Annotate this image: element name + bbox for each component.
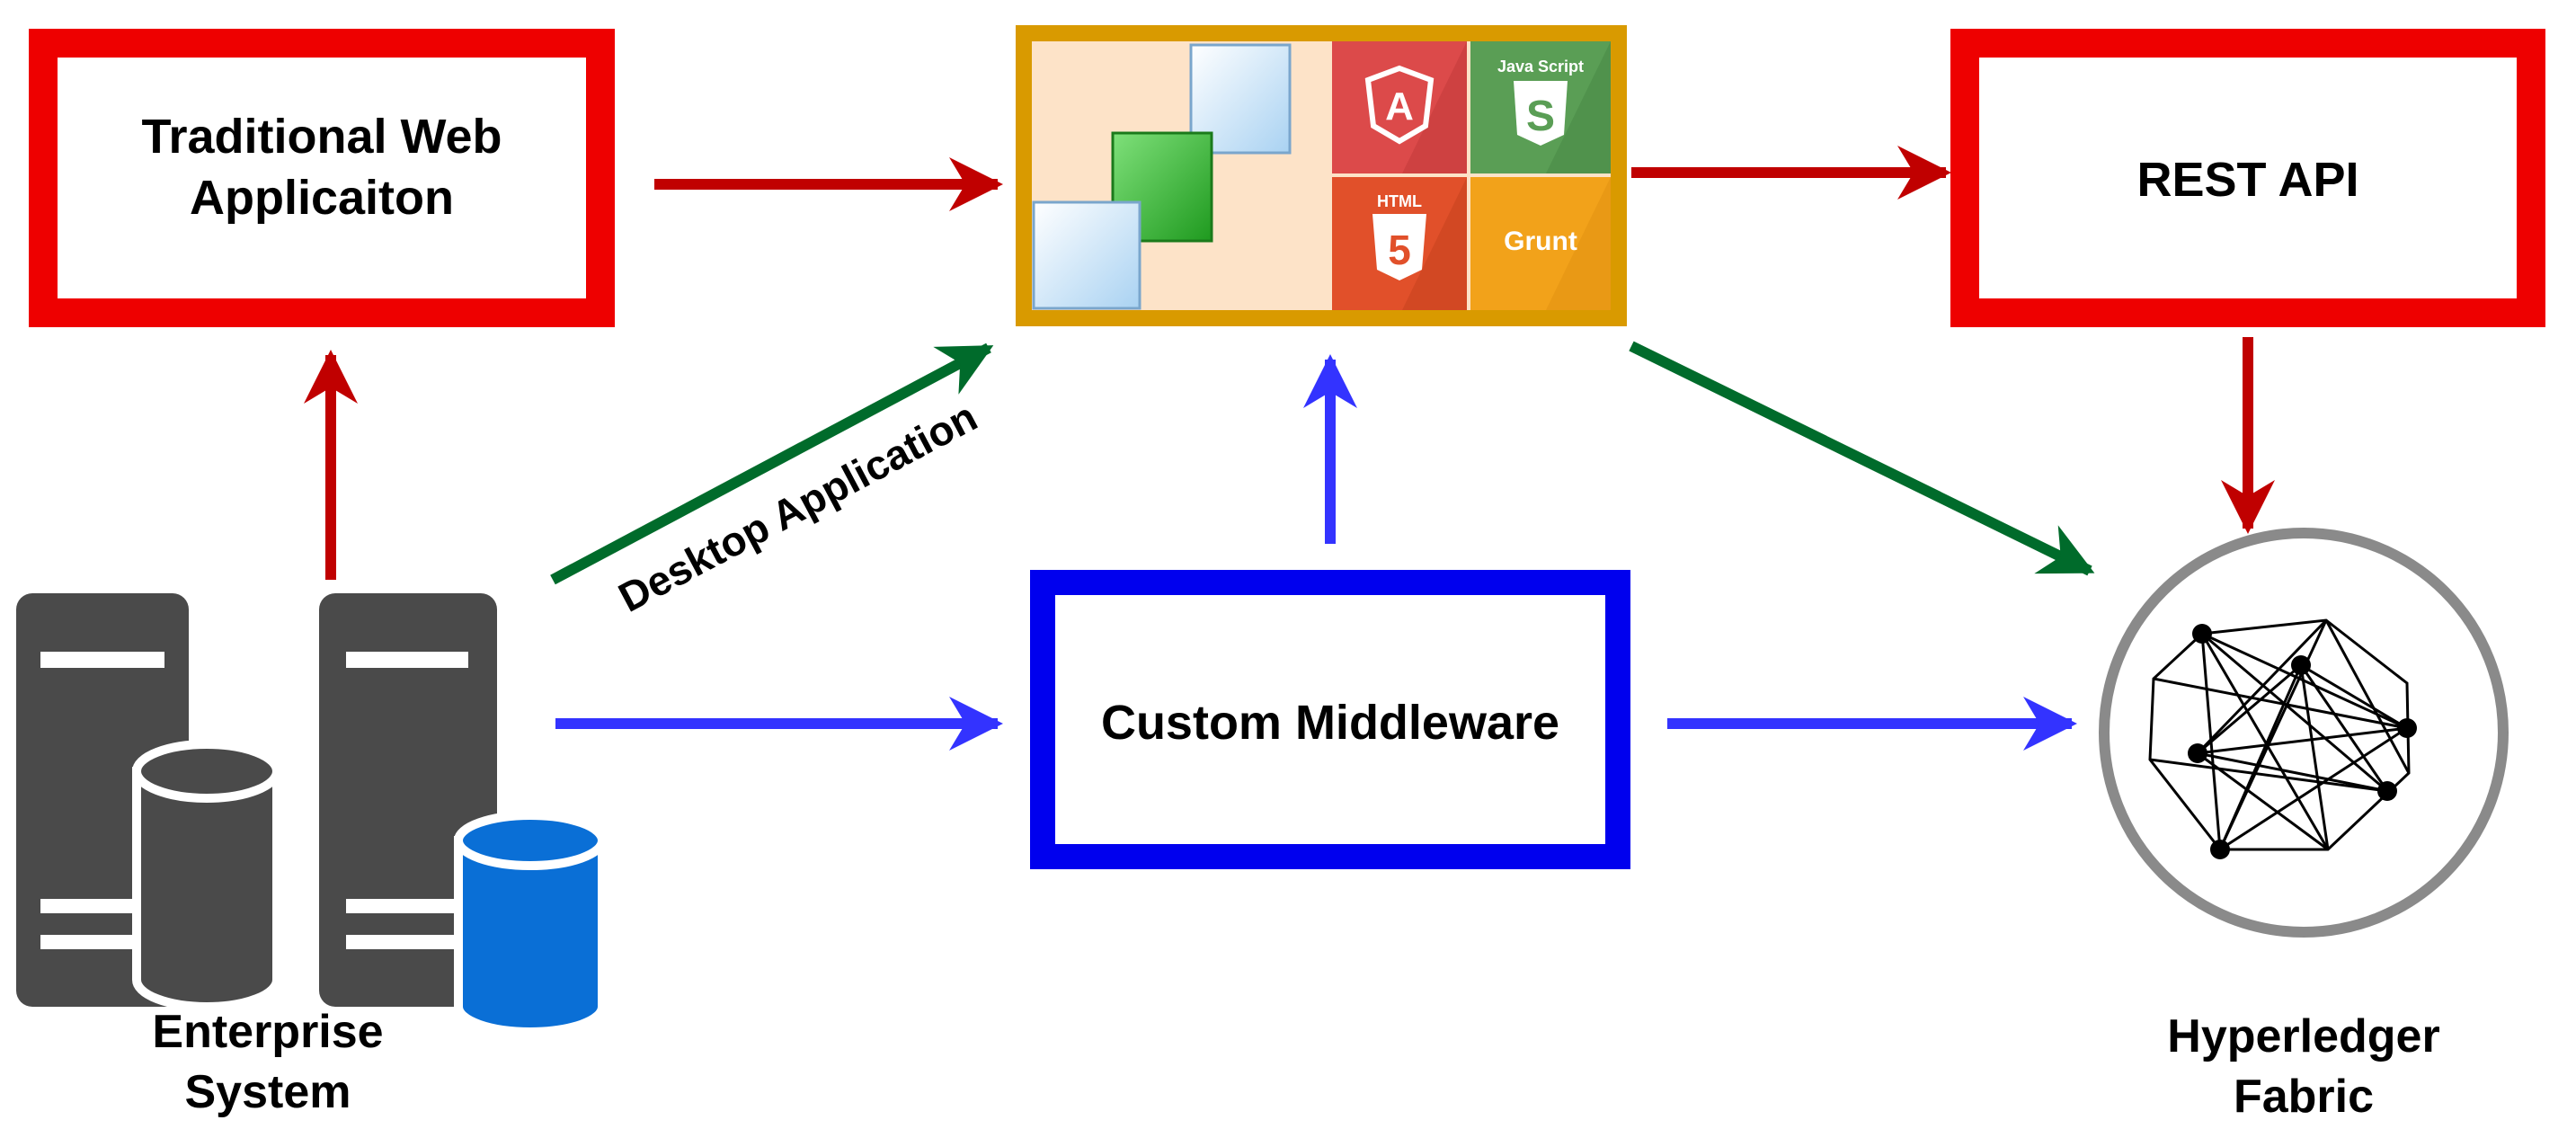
traditional-web-label-line1: Traditional Web [141, 110, 502, 164]
html5-glyph: 5 [1388, 227, 1411, 273]
javascript-shield-icon: S [1514, 81, 1568, 146]
custom-middleware-box: Custom Middleware [1030, 570, 1630, 869]
javascript-glyph: S [1526, 93, 1555, 140]
traditional-web-application-box: Traditional Web Applicaiton [29, 29, 615, 327]
traditional-web-label-line2: Applicaiton [190, 171, 454, 225]
html5-shield-icon: 5 [1372, 214, 1426, 280]
desktop-application-window: A Java Script S HTML 5 Grunt [1016, 25, 1627, 326]
rest-api-label: REST API [2136, 153, 2358, 207]
enterprise-label-line1: Enterprise [152, 1006, 383, 1058]
database-icon-gray [132, 740, 281, 1011]
angular-icon: A [1364, 65, 1435, 145]
hyperledger-label-line2: Fabric [2234, 1071, 2374, 1123]
html5-tile-label: HTML [1377, 192, 1422, 210]
arrow-desktop-window-to-hyperledger [1629, 341, 2095, 576]
database-icon-blue [454, 811, 607, 1036]
grunt-tile: Grunt [1470, 177, 1611, 310]
angular-tile: A [1332, 41, 1467, 173]
enterprise-system-node: Enterprise System [16, 593, 607, 1118]
enterprise-label-line2: System [185, 1066, 351, 1118]
angular-tile-label: A [1385, 84, 1414, 129]
hyperledger-fabric-node: Hyperledger Fabric [2099, 528, 2509, 1123]
desktop-application-edge-label: Desktop Application [611, 393, 985, 621]
arrow-enterprise-to-desktop-window [550, 342, 994, 585]
grunt-tile-label: Grunt [1504, 227, 1577, 256]
window-card-icon [1032, 43, 1292, 310]
server-icon-right [319, 593, 497, 1007]
html5-tile: HTML 5 [1332, 177, 1467, 310]
hyperledger-network-nodes [2188, 624, 2417, 859]
hyperledger-label-line1: Hyperledger [2167, 1010, 2439, 1062]
hyperledger-network-icon [2148, 618, 2411, 851]
custom-middleware-label: Custom Middleware [1101, 696, 1559, 750]
rest-api-box: REST API [1950, 29, 2545, 327]
javascript-tile-label: Java Script [1497, 58, 1584, 76]
javascript-tile: Java Script S [1470, 41, 1611, 173]
